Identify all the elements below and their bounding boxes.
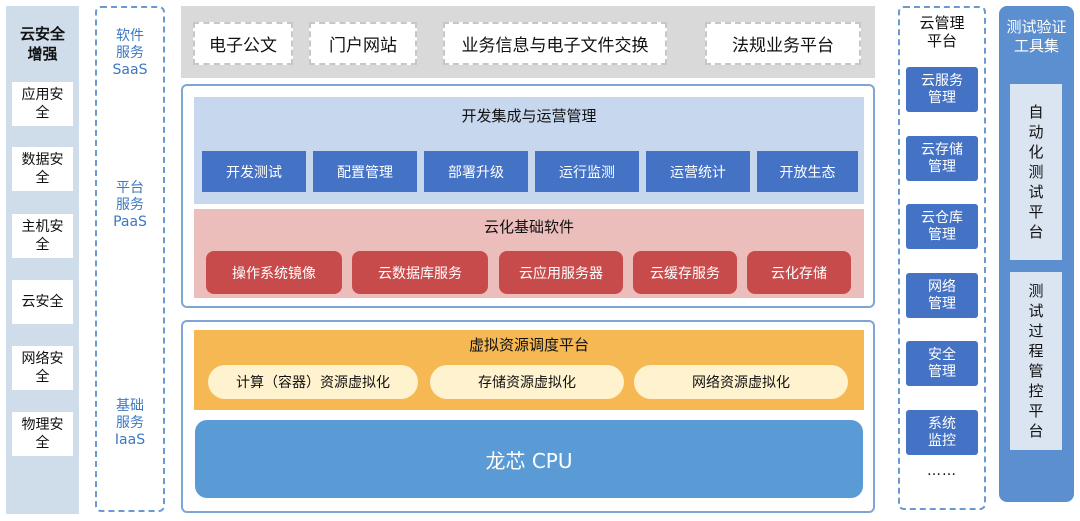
mgmt-item-network: 网络 管理 bbox=[906, 273, 978, 318]
virt-item-compute: 计算（容器）资源虚拟化 bbox=[208, 365, 418, 399]
cloud-security-title: 云安全 增强 bbox=[19, 25, 65, 63]
test-toolkit-title: 测试验证 工具集 bbox=[1006, 18, 1067, 55]
layer-label-iaas: 基础 服务 IaaS bbox=[114, 398, 146, 448]
security-item-cloud: 云安全 bbox=[12, 280, 73, 324]
cloud-security-column: 云安全 增强 应用安 全 数据安 全 主机安 全 云安全 网络安 全 物理安 全 bbox=[6, 6, 79, 514]
dev-item-stats: 运营统计 bbox=[646, 151, 750, 192]
cloud-item-cache: 云缓存服务 bbox=[633, 251, 737, 294]
dev-item-monitor: 运行监测 bbox=[535, 151, 639, 192]
saas-app-exchange: 业务信息与电子文件交换 bbox=[443, 22, 667, 65]
virt-item-network: 网络资源虚拟化 bbox=[634, 365, 848, 399]
security-item-application: 应用安 全 bbox=[12, 82, 73, 126]
test-panel-process-control: 测 试 过 程 管 控 平 台 bbox=[1010, 272, 1062, 450]
layer-label-saas: 软件 服务 SaaS bbox=[112, 28, 148, 78]
loongson-cpu-box: 龙芯 CPU bbox=[195, 420, 863, 498]
dev-item-testing: 开发测试 bbox=[202, 151, 306, 192]
virtual-resource-title: 虚拟资源调度平台 bbox=[468, 336, 589, 354]
cloud-management-title: 云管理 平台 bbox=[919, 14, 965, 50]
mgmt-item-repository: 云仓库 管理 bbox=[906, 204, 978, 249]
dev-ops-management-area: 开发集成与运营管理 开发测试 配置管理 部署升级 运行监测 运营统计 开放生态 bbox=[194, 97, 864, 204]
cloud-item-os-image: 操作系统镜像 bbox=[206, 251, 342, 294]
saas-application-bar: 电子公文 门户网站 业务信息与电子文件交换 法规业务平台 bbox=[181, 6, 875, 78]
service-layer-column: 软件 服务 SaaS 平台 服务 PaaS 基础 服务 IaaS bbox=[95, 6, 165, 512]
dev-item-deploy: 部署升级 bbox=[424, 151, 528, 192]
mgmt-more-ellipsis: …… bbox=[927, 463, 957, 479]
cloud-base-software-title: 云化基础软件 bbox=[483, 218, 574, 236]
cloud-base-software-area: 云化基础软件 操作系统镜像 云数据库服务 云应用服务器 云缓存服务 云化存储 bbox=[194, 209, 864, 298]
dev-item-config: 配置管理 bbox=[313, 151, 417, 192]
security-item-network: 网络安 全 bbox=[12, 346, 73, 390]
layer-label-paas: 平台 服务 PaaS bbox=[113, 180, 147, 230]
virt-item-storage: 存储资源虚拟化 bbox=[430, 365, 624, 399]
mgmt-item-storage: 云存储 管理 bbox=[906, 136, 978, 181]
dev-ops-title: 开发集成与运营管理 bbox=[461, 107, 597, 125]
cloud-item-storage: 云化存储 bbox=[747, 251, 851, 294]
virtual-resource-scheduling-area: 虚拟资源调度平台 计算（容器）资源虚拟化 存储资源虚拟化 网络资源虚拟化 bbox=[194, 330, 864, 410]
cloud-item-app-server: 云应用服务器 bbox=[499, 251, 623, 294]
test-toolkit-column: 测试验证 工具集 自 动 化 测 试 平 台 测 试 过 程 管 控 平 台 bbox=[999, 6, 1074, 502]
security-item-data: 数据安 全 bbox=[12, 147, 73, 191]
dev-item-ecosystem: 开放生态 bbox=[757, 151, 858, 192]
saas-app-document: 电子公文 bbox=[193, 22, 293, 65]
cloud-management-column: 云管理 平台 云服务 管理 云存储 管理 云仓库 管理 网络 管理 安全 管理 … bbox=[898, 6, 986, 510]
paas-frame: 开发集成与运营管理 开发测试 配置管理 部署升级 运行监测 运营统计 开放生态 … bbox=[181, 84, 875, 308]
security-item-host: 主机安 全 bbox=[12, 214, 73, 258]
saas-app-portal: 门户网站 bbox=[309, 22, 417, 65]
cloud-item-database: 云数据库服务 bbox=[352, 251, 488, 294]
mgmt-item-security: 安全 管理 bbox=[906, 341, 978, 386]
test-panel-automation: 自 动 化 测 试 平 台 bbox=[1010, 84, 1062, 260]
iaas-frame: 虚拟资源调度平台 计算（容器）资源虚拟化 存储资源虚拟化 网络资源虚拟化 龙芯 … bbox=[181, 320, 875, 513]
security-item-physical: 物理安 全 bbox=[12, 412, 73, 456]
mgmt-item-monitoring: 系统 监控 bbox=[906, 410, 978, 455]
saas-app-regulation: 法规业务平台 bbox=[705, 22, 861, 65]
mgmt-item-service: 云服务 管理 bbox=[906, 67, 978, 112]
